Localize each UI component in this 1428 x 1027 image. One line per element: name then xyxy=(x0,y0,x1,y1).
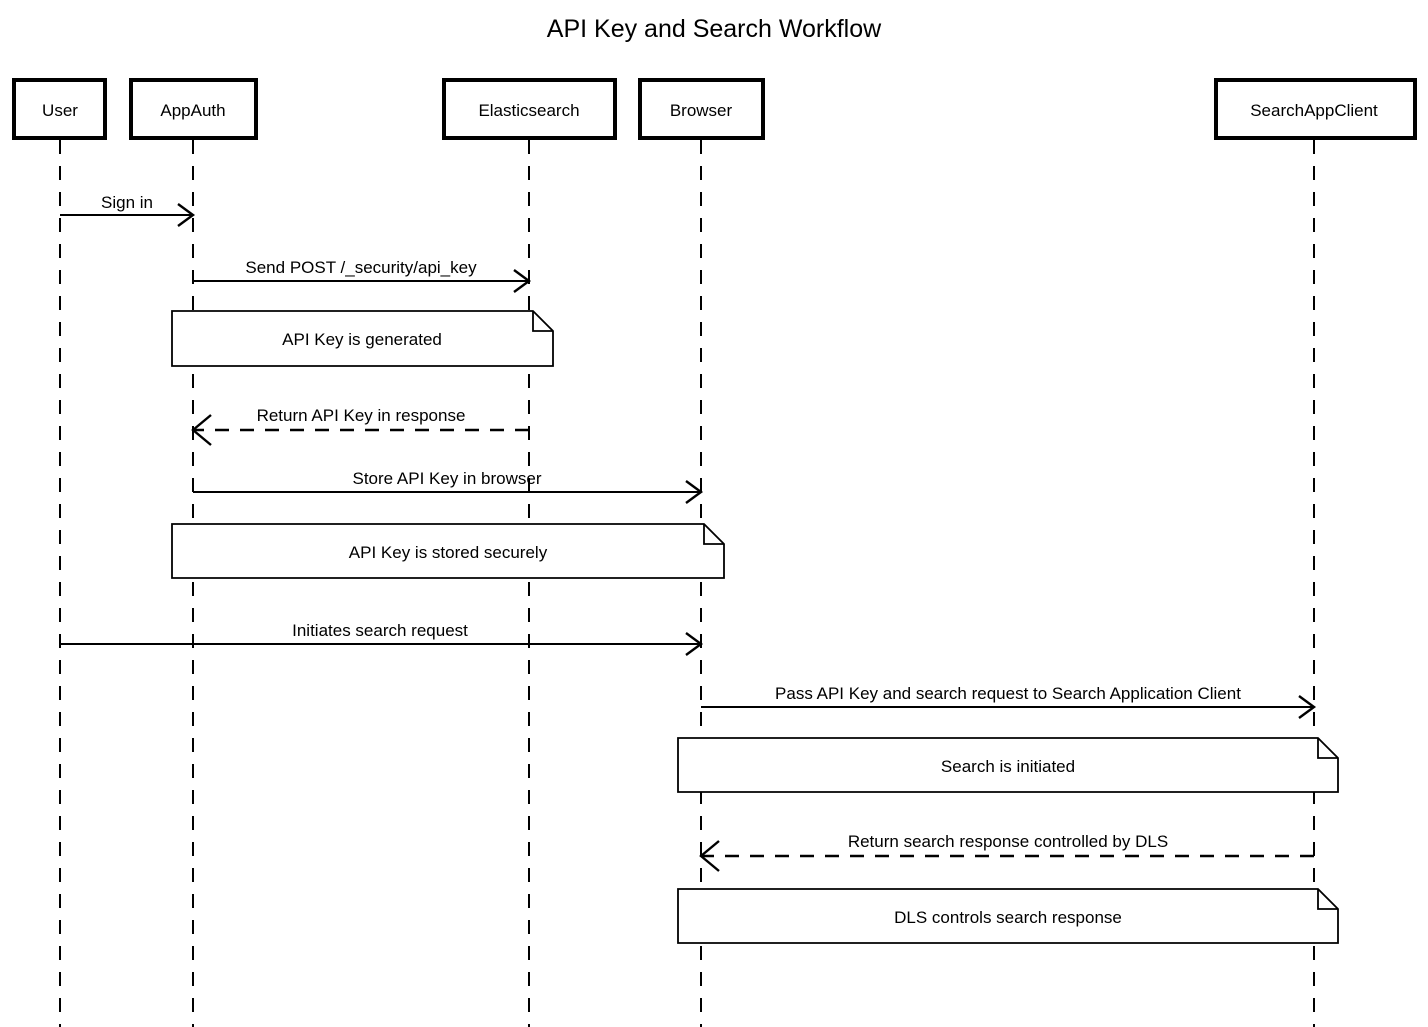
note-shape-dls-controls-response xyxy=(677,888,1339,944)
note-search-initiated: Search is initiated xyxy=(677,737,1339,793)
message-label-return-search-response: Return search response controlled by DLS xyxy=(848,832,1168,851)
arrowhead-right-icon xyxy=(513,269,532,293)
message-return-api-key[interactable]: Return API Key in response xyxy=(191,406,529,446)
note-label-search-initiated: Search is initiated xyxy=(941,757,1075,776)
message-label-store-api-key: Store API Key in browser xyxy=(353,469,542,488)
note-shape-api-key-generated xyxy=(171,310,554,367)
arrowhead-right-icon xyxy=(685,480,704,504)
arrowhead-left-icon xyxy=(699,840,720,872)
message-send-post-api-key[interactable]: Send POST /_security/api_key xyxy=(193,258,532,293)
message-pass-api-key-search[interactable]: Pass API Key and search request to Searc… xyxy=(701,684,1317,719)
note-dls-controls-response: DLS controls search response xyxy=(677,888,1339,944)
participant-box-browser[interactable] xyxy=(638,78,765,140)
note-label-api-key-generated: API Key is generated xyxy=(282,330,442,349)
arrowhead-right-icon xyxy=(177,203,196,227)
message-label-return-api-key: Return API Key in response xyxy=(257,406,466,425)
message-label-send-post-api-key: Send POST /_security/api_key xyxy=(245,258,477,277)
participant-box-searchappclient[interactable] xyxy=(1214,78,1417,140)
participant-elasticsearch[interactable]: Elasticsearch xyxy=(442,78,617,140)
message-store-api-key[interactable]: Store API Key in browser xyxy=(193,469,704,504)
note-label-api-key-stored: API Key is stored securely xyxy=(349,543,548,562)
participant-label-user: User xyxy=(42,101,78,120)
message-label-pass-api-key-search: Pass API Key and search request to Searc… xyxy=(775,684,1241,703)
page-title: API Key and Search Workflow xyxy=(547,15,882,43)
note-fold-corner-icon xyxy=(532,311,553,332)
participant-label-browser: Browser xyxy=(670,101,733,120)
participant-searchappclient[interactable]: SearchAppClient xyxy=(1214,78,1417,140)
participant-browser[interactable]: Browser xyxy=(638,78,765,140)
message-label-initiates-search: Initiates search request xyxy=(292,621,468,640)
note-fold-corner-icon xyxy=(1317,889,1338,910)
note-api-key-generated: API Key is generated xyxy=(171,310,554,367)
participant-box-elasticsearch[interactable] xyxy=(442,78,617,140)
message-label-sign-in: Sign in xyxy=(101,193,153,212)
participant-label-elasticsearch: Elasticsearch xyxy=(478,101,579,120)
note-label-dls-controls-response: DLS controls search response xyxy=(894,908,1122,927)
note-api-key-stored: API Key is stored securely xyxy=(171,523,725,579)
participant-box-appauth[interactable] xyxy=(129,78,258,140)
lifelines-group xyxy=(59,140,1315,1027)
participant-box-user[interactable] xyxy=(12,78,107,140)
note-shape-search-initiated xyxy=(677,737,1339,793)
participant-user[interactable]: User xyxy=(12,78,107,140)
message-return-search-response[interactable]: Return search response controlled by DLS xyxy=(699,832,1314,872)
message-initiates-search[interactable]: Initiates search request xyxy=(60,621,704,656)
arrowhead-left-icon xyxy=(191,414,212,446)
note-fold-corner-icon xyxy=(703,524,724,545)
participant-appauth[interactable]: AppAuth xyxy=(129,78,258,140)
message-sign-in[interactable]: Sign in xyxy=(60,193,196,227)
note-shape-api-key-stored xyxy=(171,523,725,579)
arrowhead-right-icon xyxy=(685,632,704,656)
participant-label-searchappclient: SearchAppClient xyxy=(1250,101,1378,120)
note-fold-corner-icon xyxy=(1317,738,1338,759)
arrowhead-right-icon xyxy=(1298,695,1317,719)
participant-label-appauth: AppAuth xyxy=(160,101,225,120)
